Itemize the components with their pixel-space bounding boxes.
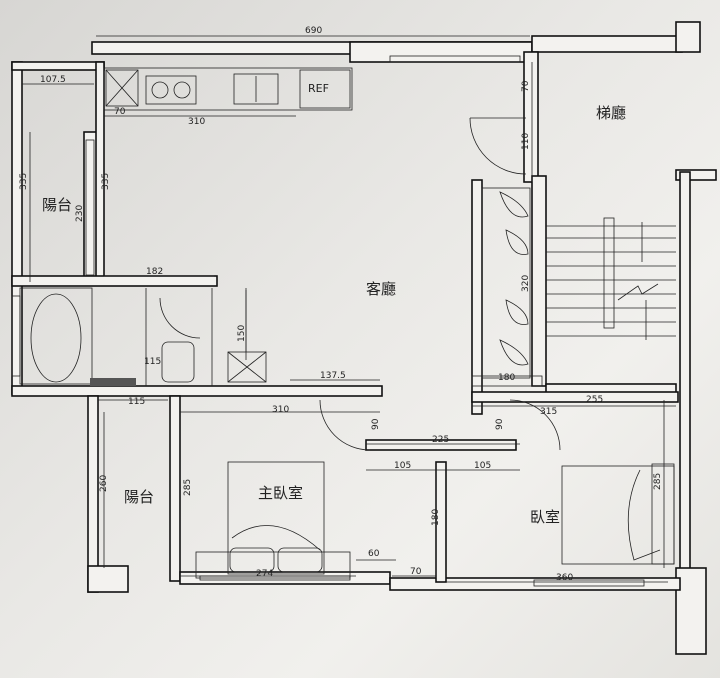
room-label-balcony-bottom: 陽台: [124, 488, 154, 506]
wall-balcony2-corner: [87, 565, 129, 593]
dim-master-285: 285: [183, 479, 193, 496]
wall-corner-nub: [675, 21, 701, 53]
wall-right: [679, 171, 691, 573]
dim-closet-105-left: 105: [394, 461, 411, 471]
dim-bath-115: 115: [144, 357, 161, 367]
bathroom: [19, 287, 267, 386]
wall-sofa-back: [471, 179, 483, 415]
bed2-blanket: [627, 469, 661, 561]
dim-bottom-60: 60: [368, 549, 380, 559]
sink-icon: [233, 73, 279, 105]
fridge-icon: [299, 69, 351, 109]
dim-closet-105-right: 105: [474, 461, 491, 471]
doors: [319, 117, 561, 451]
room-labels: 梯廳 客廳 陽台 陽台 主臥室 臥室: [42, 104, 626, 526]
wall-master-left: [169, 395, 181, 582]
room-label-balcony-top: 陽台: [42, 196, 72, 214]
door-swing-stair: [469, 117, 527, 175]
dim-bottom-115: 115: [128, 397, 145, 407]
master-pillow-icon: [277, 547, 323, 573]
sofa-base: [471, 375, 543, 387]
dim-door-90-left: 90: [371, 418, 381, 430]
dim-inner-335: 335: [101, 173, 111, 190]
window-top: [389, 55, 521, 63]
beds: [195, 461, 675, 579]
dim-right-70: 70: [521, 80, 531, 92]
room-label-master-bedroom: 主臥室: [258, 484, 303, 502]
dim-bed2-285: 285: [653, 473, 663, 490]
dim-bed2-360: 360: [556, 573, 573, 583]
room-label-bedroom: 臥室: [530, 508, 560, 526]
sofa: [471, 187, 543, 387]
dim-master-310: 310: [272, 405, 289, 415]
window-balcony: [85, 139, 95, 276]
room-label-living: 客廳: [366, 280, 396, 298]
dim-hall-137-5: 137.5: [320, 371, 346, 381]
wall-stair-left: [531, 175, 547, 387]
window-bed2: [533, 579, 645, 587]
wall-bed2-top: [471, 391, 679, 403]
dimension-labels: 690 107.5 70 310 335 335 230 182 150 115…: [19, 26, 663, 583]
master-pillow-icon: [229, 547, 275, 573]
wall-bath-top: [11, 275, 218, 287]
staircase: [546, 217, 676, 340]
wall-balcony-top: [11, 61, 105, 71]
wall-bottom: [389, 577, 681, 591]
fridge-label: REF: [308, 82, 329, 95]
door-swing-bedroom: [509, 399, 561, 451]
wall-top-right: [349, 41, 533, 63]
sofa-frame: [481, 187, 531, 379]
cushions-icon: [499, 191, 529, 366]
kitchen-counter: REF: [103, 67, 353, 111]
stair-handrail: [603, 217, 615, 329]
dim-bottom-70: 70: [410, 567, 422, 577]
wall-stair-top: [531, 35, 683, 53]
wall-bath-bottom: [11, 385, 383, 397]
master-bed-icon: [227, 461, 325, 575]
dimension-lines: [22, 35, 676, 583]
dim-right-110: 110: [521, 133, 531, 150]
dim-bath-150: 150: [237, 325, 247, 342]
master-headboard: [195, 551, 351, 579]
dim-kitchen-70: 70: [114, 107, 126, 117]
wall-corridor: [365, 439, 517, 451]
dim-corridor-225: 225: [432, 435, 449, 445]
dim-right-320: 320: [521, 275, 531, 292]
door-swing-master: [319, 399, 371, 451]
dim-bath-182: 182: [146, 267, 163, 277]
dim-master-274: 274: [256, 569, 273, 579]
dim-balcony-335: 335: [19, 173, 29, 190]
walls: [11, 21, 717, 655]
bathtub-icon: [30, 293, 82, 383]
dim-sofa-180: 180: [498, 373, 515, 383]
dim-closet-180: 180: [431, 509, 441, 526]
wall-right-top: [675, 169, 717, 181]
dim-overall-width: 690: [305, 26, 322, 36]
dim-inner-230: 230: [75, 205, 85, 222]
dim-door-90-right: 90: [495, 418, 505, 430]
wall-balcony2-left: [87, 395, 99, 593]
stove-icon: [145, 75, 197, 105]
wall-kitchen-left: [95, 61, 105, 283]
dim-kitchen-310: 310: [188, 117, 205, 127]
wall-left-outer: [11, 61, 23, 395]
dim-balcony2-260: 260: [99, 475, 109, 492]
washbasin-icon: [227, 351, 267, 383]
wall-living-right: [523, 51, 539, 183]
bed2-headboard: [651, 463, 675, 565]
sink-box-icon: [105, 69, 139, 107]
room-label-stair-hall: 梯廳: [596, 104, 626, 122]
stair-treads: [546, 225, 676, 337]
windows: [11, 55, 645, 587]
toilet-icon: [161, 341, 195, 383]
dim-bed2-315: 315: [540, 407, 557, 417]
dim-balcony-width: 107.5: [40, 75, 66, 85]
bath-step: [90, 378, 136, 386]
dim-bed2-255: 255: [586, 395, 603, 405]
bathtub-frame: [19, 287, 93, 385]
wall-right-bottom: [675, 567, 707, 655]
counter: [103, 67, 353, 111]
